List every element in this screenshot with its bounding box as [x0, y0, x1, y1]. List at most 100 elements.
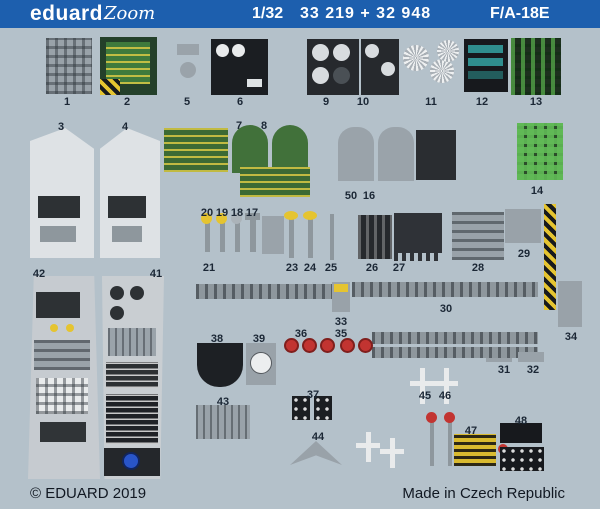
pe-part-shape [352, 282, 538, 297]
pe-part-shape [106, 42, 150, 84]
part-number-label: 9 [322, 96, 330, 108]
header-bar: eduard Zoom 1/32 33 219 + 32 948 F/A-18E [0, 0, 600, 28]
part-number-label: 23 [285, 262, 299, 274]
part-number-label: 24 [303, 262, 317, 274]
pe-part-shape [394, 213, 442, 253]
scale-label: 1/32 [252, 5, 284, 22]
pe-part-shape [112, 226, 142, 242]
pe-part-shape [448, 418, 452, 466]
pe-part-shape [468, 45, 503, 53]
pe-part-shape [468, 58, 503, 66]
pe-part-shape [290, 441, 342, 465]
part-number-label: 31 [497, 364, 511, 376]
part-number-label: 43 [216, 396, 230, 408]
part-number-label: 48 [514, 415, 528, 427]
pe-part-shape [312, 67, 329, 84]
part-number-label: 7 [235, 120, 243, 132]
pe-part-shape [40, 226, 76, 242]
part-number-label: 12 [475, 96, 489, 108]
pe-part-shape [196, 284, 334, 299]
pe-part-shape [320, 338, 335, 353]
pe-part-shape [437, 40, 459, 62]
eduard-logo: eduard [30, 2, 104, 25]
part-number-label: 38 [210, 333, 224, 345]
part-number-label: 6 [236, 96, 244, 108]
pe-part-shape [240, 167, 310, 197]
pe-part-shape [403, 45, 429, 71]
pe-part-shape [108, 196, 146, 218]
pe-part-shape [272, 125, 308, 173]
pe-part-shape [284, 338, 299, 353]
pe-part-shape [106, 394, 158, 444]
pe-part-shape [420, 368, 425, 404]
part-number-label: 32 [526, 364, 540, 376]
pe-part-shape [505, 209, 541, 243]
pe-part-shape [381, 62, 395, 76]
pe-part-shape [36, 292, 80, 318]
pe-part-shape [518, 352, 544, 362]
aircraft-type-label: F/A-18E [490, 5, 550, 22]
part-number-label: 17 [245, 207, 259, 219]
pe-part-shape [410, 381, 434, 386]
pe-part-shape [40, 422, 86, 442]
pe-part-shape [544, 204, 556, 310]
pe-part-shape [106, 362, 158, 388]
pe-part-shape [314, 396, 332, 420]
pe-part-shape [100, 79, 120, 95]
pe-part-shape [302, 338, 317, 353]
pe-part-shape [201, 213, 212, 224]
pe-part-shape [430, 418, 434, 466]
pe-part-shape [50, 324, 58, 332]
pe-part-shape [358, 338, 373, 353]
pe-part-shape [333, 44, 350, 61]
pe-part-shape [308, 216, 313, 258]
pe-part-shape [46, 38, 92, 94]
pe-part-shape [292, 396, 310, 420]
pe-part-shape [444, 368, 449, 404]
pe-part-shape [380, 449, 404, 454]
part-number-label: 28 [471, 262, 485, 274]
pe-part-shape [416, 130, 456, 180]
pe-part-shape [340, 338, 355, 353]
part-number-label: 11 [425, 96, 437, 108]
pe-part-shape [250, 352, 272, 374]
part-number-label: 42 [32, 268, 46, 280]
pe-part-shape [197, 343, 243, 387]
pe-part-shape [426, 412, 437, 423]
pe-part-shape [338, 127, 374, 181]
pe-part-shape [452, 212, 504, 260]
pe-part-shape [205, 218, 210, 252]
part-number-label: 2 [123, 96, 131, 108]
part-number-label: 30 [439, 303, 453, 315]
pe-part-shape [430, 59, 454, 83]
pe-part-shape [110, 286, 124, 300]
pe-part-shape [164, 128, 228, 172]
part-number-label: 50 [344, 190, 358, 202]
part-number-label: 41 [149, 268, 163, 280]
pe-part-shape [372, 332, 538, 344]
part-number-label: 14 [530, 185, 544, 197]
pe-part-shape [180, 62, 196, 78]
part-number-label: 46 [438, 390, 452, 402]
pe-part-shape [558, 281, 582, 327]
part-number-label: 8 [260, 120, 268, 132]
part-number-label: 35 [334, 328, 348, 340]
part-number-label: 1 [63, 96, 71, 108]
pe-part-shape [444, 412, 455, 423]
pe-part-shape [177, 44, 199, 55]
pe-part-shape [38, 196, 80, 218]
part-number-label: 19 [215, 207, 229, 219]
pe-part-shape [247, 79, 262, 87]
part-number-label: 3 [57, 121, 65, 133]
pe-part-shape [262, 216, 284, 254]
pe-part-shape [365, 44, 379, 58]
pe-part-shape [232, 125, 268, 173]
part-number-label: 4 [121, 121, 129, 133]
pe-part-shape [312, 44, 329, 61]
pe-part-shape [130, 286, 144, 300]
pe-part-shape [245, 213, 260, 220]
pe-part-shape [330, 214, 334, 260]
pe-part-shape [66, 324, 74, 332]
